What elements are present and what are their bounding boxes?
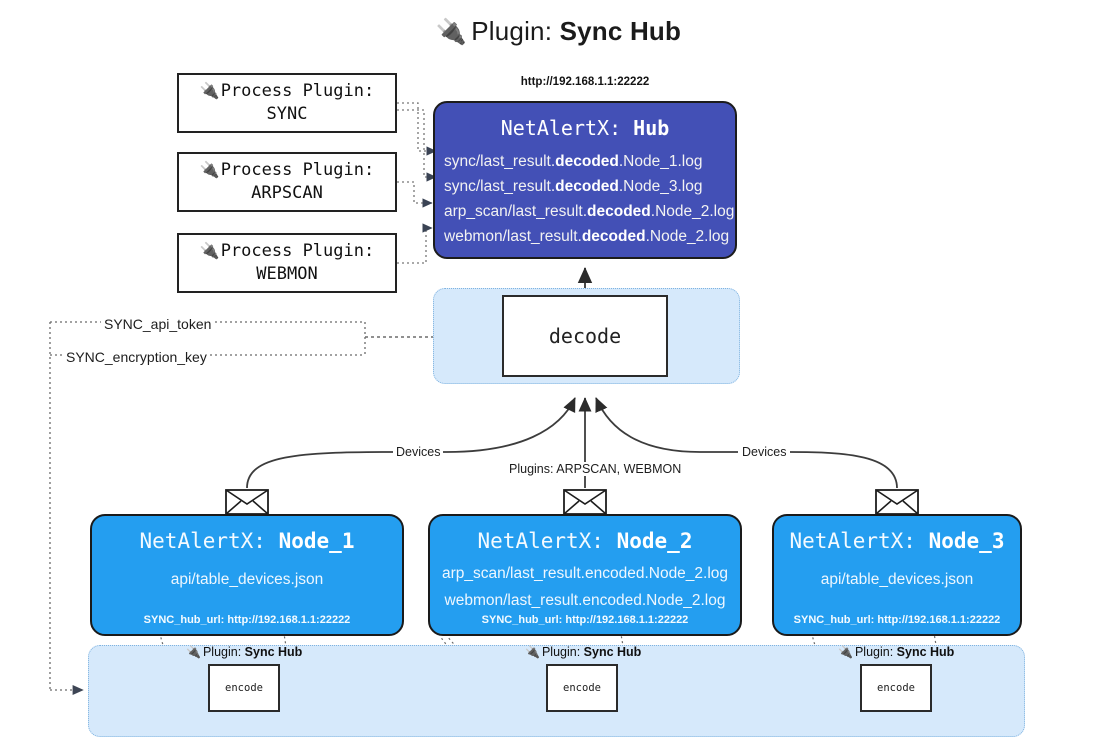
plugin-caption-node-3: 🔌Plugin: Sync Hub (838, 645, 955, 659)
node-hub-url: SYNC_hub_url: http://192.168.1.1:22222 (793, 614, 1001, 626)
hub-url-label: http://192.168.1.1:22222 (520, 76, 650, 88)
page-title-name: Sync Hub (559, 16, 682, 46)
electric-plug-icon: 🔌 (838, 645, 853, 659)
hub-log-item: arp_scan/last_result.decoded.Node_2.log (444, 203, 735, 221)
setting-label-encryption-key: SYNC_encryption_key (63, 349, 210, 365)
process-plugin-line1: 🔌Process Plugin: (199, 81, 375, 102)
process-plugin-name: ARPSCAN (251, 183, 323, 203)
node-box-node-1[interactable]: NetAlertX: Node_1 api/table_devices.json… (90, 514, 404, 636)
hub-title-name: Hub (633, 116, 670, 140)
process-plugin-line1: 🔌Process Plugin: (199, 241, 375, 262)
node-file-item: api/table_devices.json (170, 571, 324, 588)
encode-box-node-3[interactable]: encode (860, 664, 932, 712)
setting-label-api-token: SYNC_api_token (101, 316, 215, 332)
hub-title: NetAlertX: Hub (435, 116, 735, 140)
electric-plug-icon: 🔌 (199, 241, 220, 261)
electric-plug-icon: 🔌 (525, 645, 540, 659)
node-file-item: api/table_devices.json (820, 571, 974, 588)
hub-title-prefix: NetAlertX: (500, 116, 622, 140)
encode-box-node-2[interactable]: encode (546, 664, 618, 712)
plugin-caption-node-2: 🔌Plugin: Sync Hub (525, 645, 642, 659)
page-title: 🔌Plugin: Sync Hub (0, 16, 1117, 47)
node-title: NetAlertX: Node_3 (789, 529, 1005, 553)
node-file-item: arp_scan/last_result.encoded.Node_2.log (441, 565, 729, 582)
node-box-node-3[interactable]: NetAlertX: Node_3 api/table_devices.json… (772, 514, 1022, 636)
process-plugin-name: WEBMON (256, 264, 318, 284)
hub-log-list: sync/last_result.decoded.Node_1.log sync… (435, 149, 735, 249)
node-hub-url: SYNC_hub_url: http://192.168.1.1:22222 (143, 614, 351, 626)
node-title: NetAlertX: Node_1 (139, 529, 355, 553)
node-file-list: api/table_devices.json (92, 567, 402, 594)
page-title-prefix: Plugin: (471, 16, 553, 46)
electric-plug-icon: 🔌 (186, 645, 201, 659)
electric-plug-icon: 🔌 (199, 160, 220, 180)
hub-box[interactable]: NetAlertX: Hub sync/last_result.decoded.… (433, 101, 737, 259)
hub-log-item: sync/last_result.decoded.Node_1.log (444, 153, 703, 170)
electric-plug-icon: 🔌 (435, 18, 468, 46)
hub-log-item: sync/last_result.decoded.Node_3.log (444, 178, 703, 196)
envelope-icon (225, 489, 269, 515)
decode-box[interactable]: decode (502, 295, 668, 377)
process-plugin-box-sync[interactable]: 🔌Process Plugin: SYNC (177, 73, 397, 133)
node-file-list: api/table_devices.json (774, 567, 1020, 594)
edge-label-devices-right: Devices (739, 445, 790, 459)
edge-label-plugins-mid: Plugins: ARPSCAN, WEBMON (506, 462, 685, 476)
node-hub-url: SYNC_hub_url: http://192.168.1.1:22222 (481, 614, 689, 626)
process-plugin-line1: 🔌Process Plugin: (199, 160, 375, 181)
hub-log-item: webmon/last_result.decoded.Node_2.log (444, 228, 730, 246)
edge-label-devices-left: Devices (393, 445, 444, 459)
envelope-icon (563, 489, 607, 515)
node-title: NetAlertX: Node_2 (477, 529, 693, 553)
node-file-item: webmon/last_result.encoded.Node_2.log (444, 591, 726, 609)
electric-plug-icon: 🔌 (199, 81, 220, 101)
process-plugin-name: SYNC (266, 104, 308, 124)
node-file-list: arp_scan/last_result.encoded.Node_2.log … (430, 561, 740, 614)
process-plugin-box-webmon[interactable]: 🔌Process Plugin: WEBMON (177, 233, 397, 293)
encode-box-node-1[interactable]: encode (208, 664, 280, 712)
node-box-node-2[interactable]: NetAlertX: Node_2 arp_scan/last_result.e… (428, 514, 742, 636)
process-plugin-box-arpscan[interactable]: 🔌Process Plugin: ARPSCAN (177, 152, 397, 212)
plugin-caption-node-1: 🔌Plugin: Sync Hub (186, 645, 303, 659)
envelope-icon (875, 489, 919, 515)
